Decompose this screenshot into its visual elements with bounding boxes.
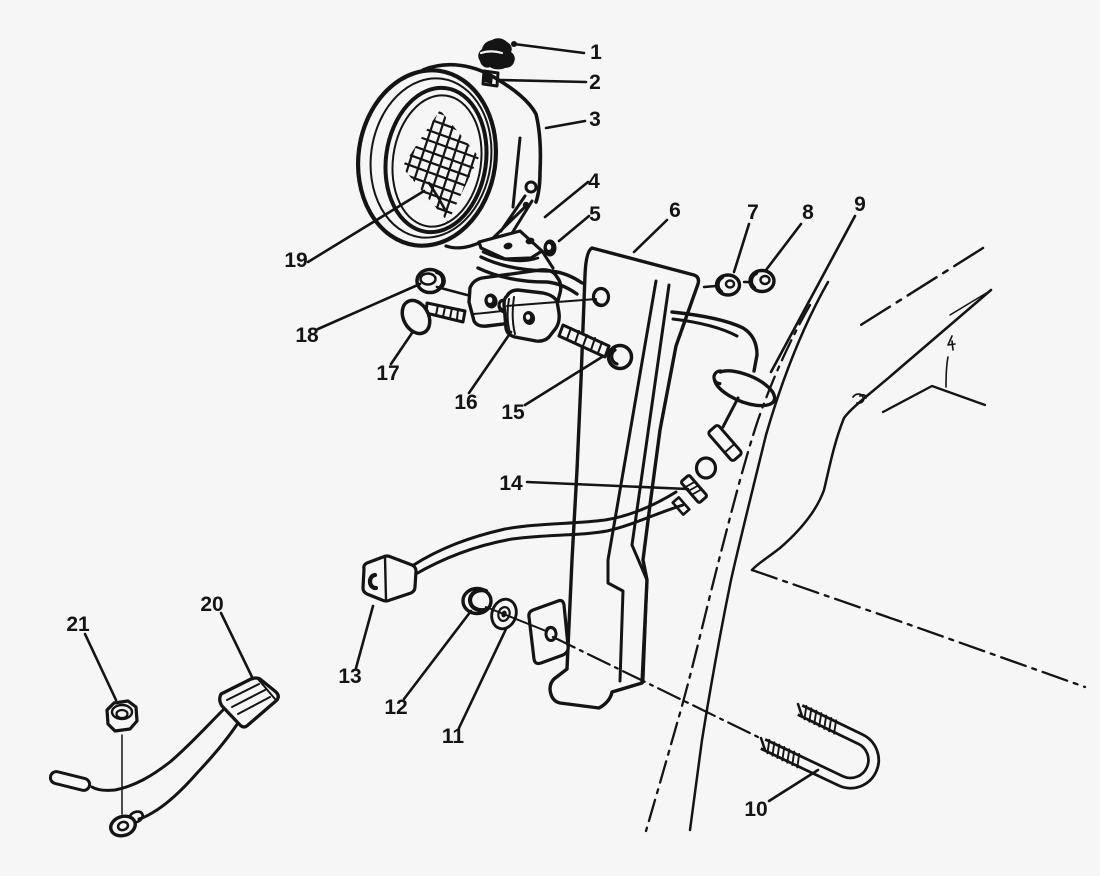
svg-text:11: 11 bbox=[442, 725, 465, 748]
svg-text:14: 14 bbox=[499, 472, 523, 495]
svg-text:17: 17 bbox=[376, 362, 399, 385]
svg-text:21: 21 bbox=[66, 613, 90, 636]
svg-text:15: 15 bbox=[501, 401, 525, 424]
svg-text:13: 13 bbox=[338, 665, 361, 688]
svg-text:16: 16 bbox=[454, 391, 477, 414]
svg-text:5: 5 bbox=[589, 203, 601, 226]
svg-text:3: 3 bbox=[589, 108, 601, 131]
svg-text:6: 6 bbox=[669, 199, 681, 222]
svg-text:12: 12 bbox=[384, 696, 407, 719]
svg-text:10: 10 bbox=[744, 798, 767, 821]
svg-text:8: 8 bbox=[802, 201, 814, 224]
svg-text:7: 7 bbox=[747, 201, 759, 224]
svg-text:19: 19 bbox=[284, 249, 307, 272]
svg-text:1: 1 bbox=[590, 41, 602, 64]
svg-text:9: 9 bbox=[854, 193, 866, 216]
svg-text:4: 4 bbox=[588, 170, 600, 193]
svg-text:2: 2 bbox=[589, 71, 601, 94]
svg-text:18: 18 bbox=[295, 324, 319, 347]
svg-text:20: 20 bbox=[200, 593, 223, 616]
